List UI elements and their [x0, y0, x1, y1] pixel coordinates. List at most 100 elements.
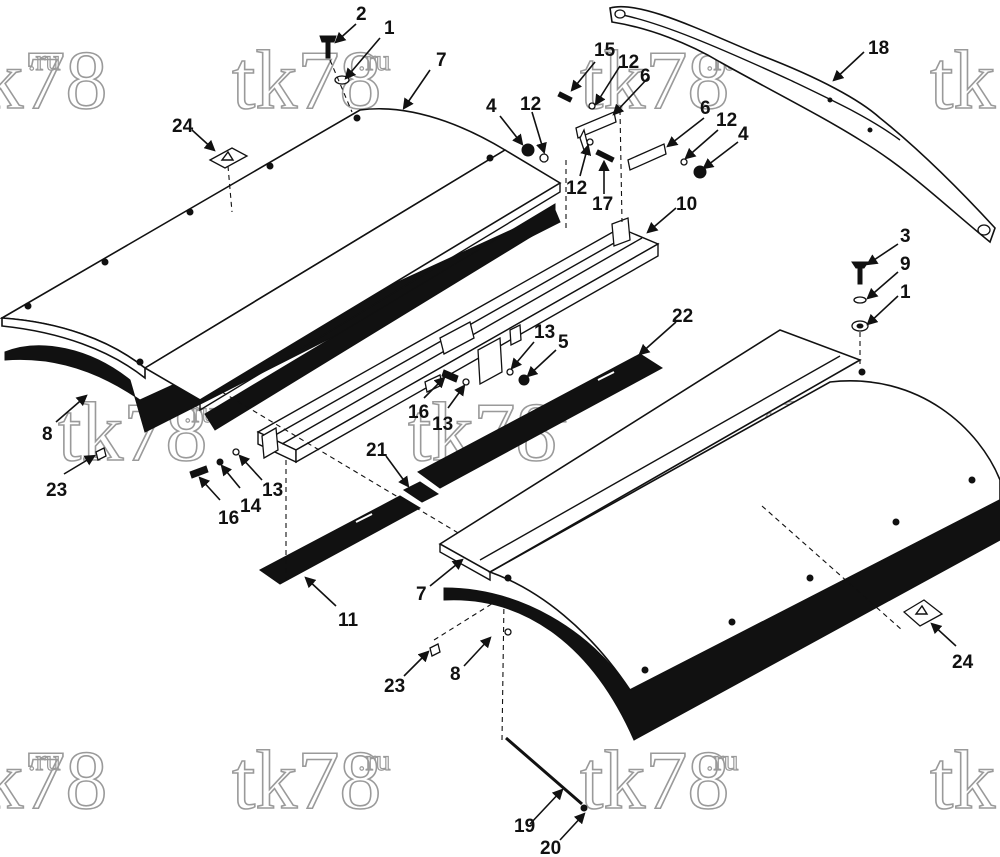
watermark-suffix: .ru — [28, 744, 61, 777]
watermark-text: tk78 — [0, 34, 107, 127]
watermark-suffix: .ru — [358, 44, 391, 77]
bolt-16-upper — [441, 369, 459, 383]
callout-23: 23 — [46, 480, 67, 501]
upper-cover-holes — [24, 114, 494, 366]
callout-17: 17 — [592, 194, 613, 215]
callout-12: 12 — [618, 52, 639, 73]
callout-4: 4 — [486, 96, 497, 117]
washer-12 — [680, 158, 688, 166]
leader-diagonal — [221, 391, 471, 541]
callout-5: 5 — [558, 332, 569, 353]
strip-21 — [403, 481, 439, 503]
watermark-text: tk78 — [0, 734, 107, 827]
clamp-plate-6-right — [627, 143, 667, 171]
callout-12: 12 — [566, 178, 587, 199]
leader-decal-upper — [227, 165, 233, 213]
clip-23-lower — [429, 643, 441, 657]
clip-23-upper — [95, 447, 107, 461]
washer-9 — [853, 296, 867, 304]
callout-18: 18 — [868, 38, 889, 59]
upper-cover-front-lip — [1, 317, 146, 380]
washer-13 — [506, 368, 514, 376]
callout-labels: 2 1 7 24 15 12 6 4 12 6 12 4 12 17 18 10… — [42, 4, 974, 857]
rail-end-bracket — [611, 217, 631, 247]
leader-hardware — [619, 109, 623, 223]
callout-12: 12 — [716, 110, 737, 131]
decal-triangle-icon — [914, 604, 929, 615]
rail-bracket — [439, 321, 475, 355]
rail-bracket — [477, 336, 503, 386]
callout-3: 3 — [900, 226, 911, 247]
nut-5 — [518, 374, 530, 386]
callout-4: 4 — [738, 124, 749, 145]
callout-16: 16 — [408, 402, 429, 423]
callout-19: 19 — [514, 816, 535, 837]
callout-12: 12 — [520, 94, 541, 115]
screw-3 — [851, 261, 869, 285]
washer-12 — [588, 102, 596, 110]
strip-11 — [259, 495, 422, 585]
callout-13: 13 — [534, 322, 555, 343]
callout-8: 8 — [42, 424, 53, 445]
upper-cover-assembly — [0, 108, 562, 433]
rail-side-face — [295, 242, 659, 464]
leader-decal-lower — [761, 505, 903, 631]
handle-bar-ridge — [617, 13, 901, 141]
callout-20: 20 — [540, 838, 561, 857]
leader-rod — [501, 599, 505, 741]
handle-bar-assembly — [609, 6, 996, 244]
callout-13: 13 — [432, 414, 453, 435]
bolt-15 — [557, 91, 573, 103]
callout-7: 7 — [436, 50, 447, 71]
decal-triangle-icon — [220, 150, 235, 161]
handle-bar-hole — [977, 224, 991, 236]
bolt-17 — [595, 149, 615, 163]
handle-bar — [609, 6, 996, 244]
warning-decal-upper — [208, 147, 249, 169]
rail-end-bracket — [261, 426, 279, 460]
callout-24: 24 — [952, 652, 974, 673]
watermark-text: tk78 — [580, 734, 729, 827]
center-rail-assembly — [256, 217, 660, 464]
upper-cover-channel — [204, 203, 556, 431]
callout-24: 24 — [172, 116, 194, 137]
lower-cover-holes — [504, 368, 976, 674]
watermark-text: tk78 — [930, 34, 1000, 127]
watermark-suffix: .ru — [706, 744, 739, 777]
lower-cover-flat-strip — [438, 329, 862, 573]
callout-1: 1 — [900, 282, 911, 303]
callout-10: 10 — [676, 194, 697, 215]
watermark-suffix: .ru — [358, 744, 391, 777]
callout-7: 7 — [416, 584, 427, 605]
callout-8: 8 — [450, 664, 461, 685]
washer-14 — [216, 458, 224, 466]
callout-16: 16 — [218, 508, 239, 529]
rod-pin-20 — [580, 804, 588, 812]
callout-6: 6 — [700, 98, 711, 119]
rail-bracket — [509, 323, 522, 347]
callout-2: 2 — [356, 4, 367, 25]
washer-13 — [462, 378, 470, 386]
upper-cover-side-edge — [199, 183, 561, 412]
warning-decal-lower — [902, 599, 944, 627]
nut-4-left — [521, 143, 535, 157]
callout-1: 1 — [384, 18, 395, 39]
callout-14: 14 — [240, 496, 262, 517]
washer-12 — [586, 138, 594, 146]
handle-bar-hole — [614, 9, 626, 19]
watermark-text: tk78 — [232, 734, 381, 827]
lower-cover-strip-edge — [439, 544, 491, 582]
lower-cover-assembly — [95, 329, 1000, 812]
watermark-text: tk78 — [930, 734, 1000, 827]
leader-clip-23 — [433, 599, 499, 641]
callout-21: 21 — [366, 440, 388, 461]
leader-bolt-2 — [329, 59, 353, 113]
callout-22: 22 — [672, 306, 693, 327]
washer-12 — [539, 153, 549, 163]
callout-arrows — [55, 23, 957, 841]
washer-13 — [232, 448, 240, 456]
callout-13: 13 — [262, 480, 283, 501]
lower-cover-underside — [443, 497, 1000, 741]
watermark-suffix: .ru — [28, 44, 61, 77]
